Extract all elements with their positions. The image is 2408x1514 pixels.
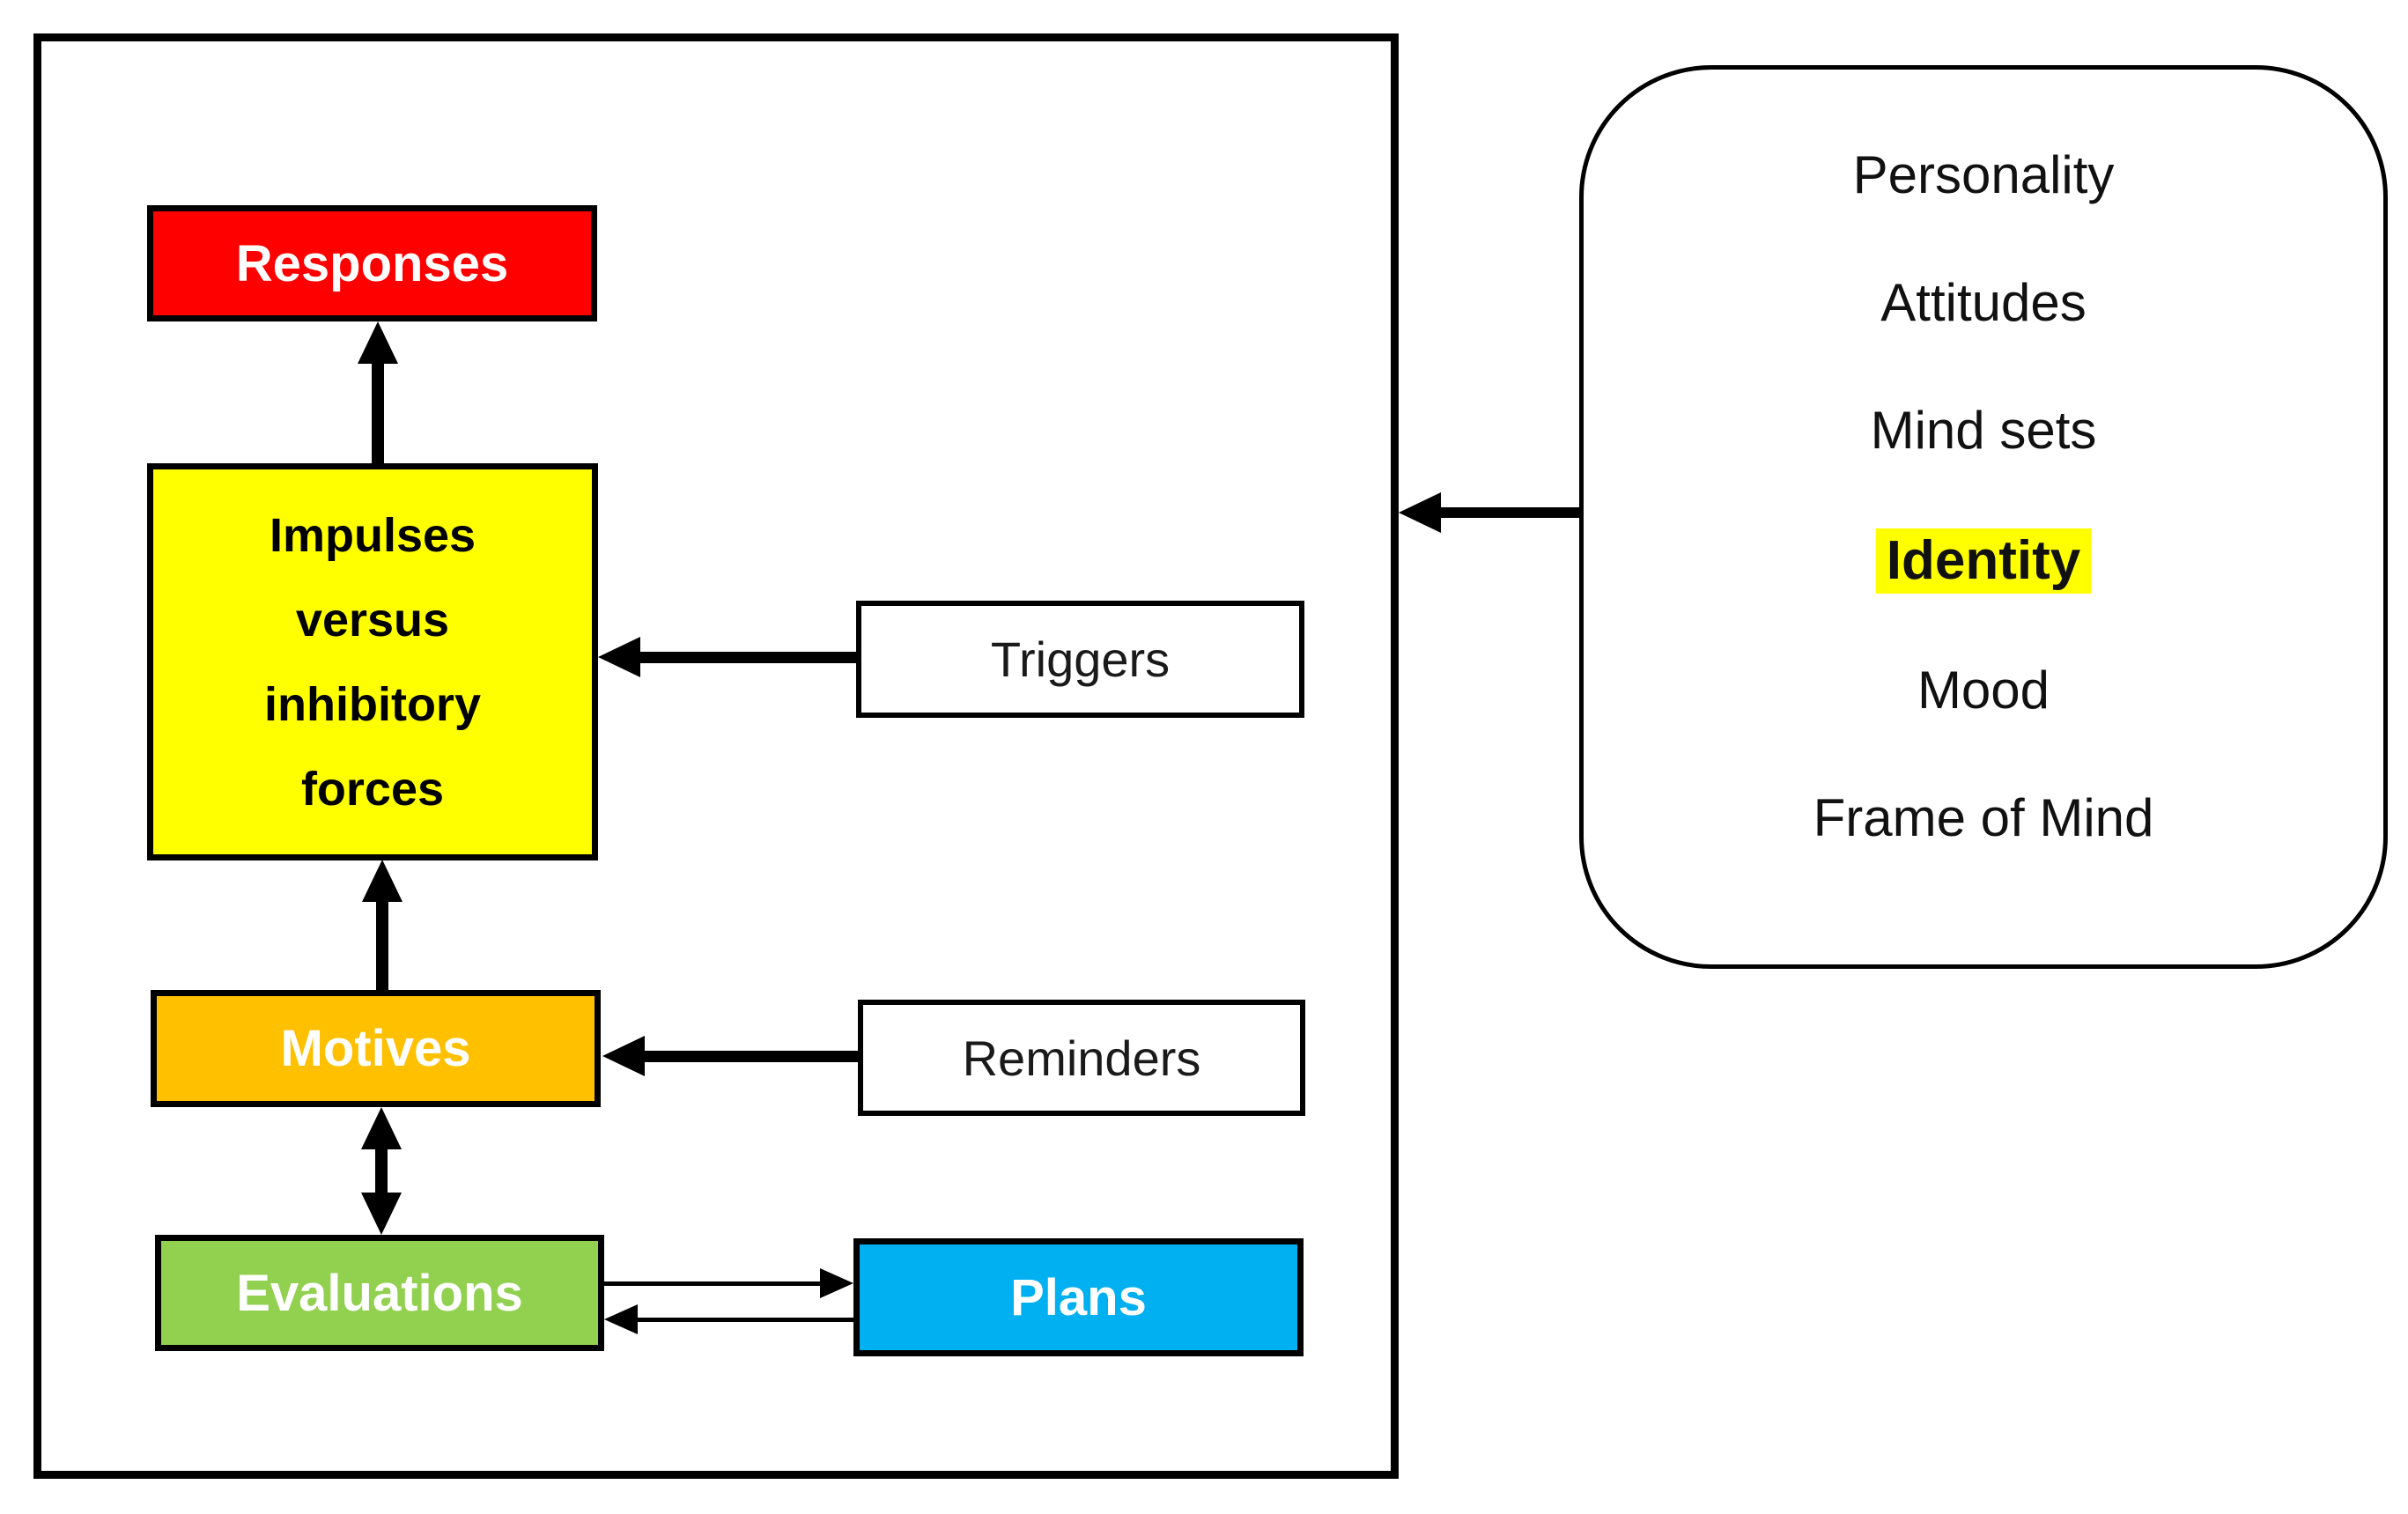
arrow-reminders-to-motives-head-icon — [602, 1036, 645, 1076]
evaluations-box: Evaluations — [155, 1235, 604, 1351]
plans-label: Plans — [1010, 1268, 1147, 1326]
reminders-label: Reminders — [962, 1030, 1201, 1086]
plans-box: Plans — [853, 1238, 1304, 1356]
arrow-evaluations-to-plans-shaft — [604, 1281, 820, 1286]
arrow-plans-to-evaluations-head-icon — [604, 1304, 638, 1334]
panel-item-attitudes: Attitudes — [1880, 273, 2087, 333]
outer-frame — [33, 33, 1399, 1479]
arrow-impulses-to-responses-shaft — [372, 361, 384, 463]
reminders-box: Reminders — [858, 1000, 1305, 1116]
arrow-triggers-to-impulses-head-icon — [598, 637, 640, 677]
arrow-influences-to-system-head-icon — [1399, 492, 1441, 533]
arrow-motives-evaluations-down-head-icon — [361, 1193, 402, 1235]
responses-box: Responses — [147, 205, 597, 321]
motives-box: Motives — [151, 990, 601, 1107]
impulses-line-1: Impulses — [269, 508, 476, 562]
panel-item-identity: Identity — [1875, 528, 2092, 594]
arrow-reminders-to-motives-shaft — [645, 1051, 858, 1062]
triggers-label: Triggers — [990, 631, 1171, 687]
influences-panel: Personality Attitudes Mind sets Identity… — [1579, 65, 2388, 969]
identity-highlight: Identity — [1875, 528, 2092, 594]
arrow-motives-evaluations-shaft — [375, 1145, 388, 1196]
responses-label: Responses — [235, 234, 509, 292]
panel-item-frame-of-mind: Frame of Mind — [1813, 787, 2154, 847]
evaluations-label: Evaluations — [236, 1264, 523, 1322]
impulses-line-3: inhibitory — [264, 677, 481, 731]
triggers-box: Triggers — [856, 601, 1304, 718]
arrow-triggers-to-impulses-shaft — [640, 652, 856, 663]
arrow-plans-to-evaluations-shaft — [638, 1318, 853, 1322]
arrow-motives-to-impulses-shaft — [376, 899, 388, 991]
arrow-evaluations-to-plans-head-icon — [820, 1268, 853, 1298]
impulses-box: Impulses versus inhibitory forces — [147, 463, 598, 860]
motives-label: Motives — [280, 1020, 471, 1077]
panel-item-personality: Personality — [1852, 145, 2115, 204]
panel-item-mood: Mood — [1917, 660, 2050, 720]
arrow-motives-to-impulses-head-icon — [362, 860, 403, 902]
panel-item-mind-sets: Mind sets — [1870, 401, 2097, 461]
arrow-impulses-to-responses-head-icon — [358, 321, 398, 364]
arrow-motives-evaluations-up-head-icon — [361, 1107, 402, 1149]
impulses-line-2: versus — [295, 593, 450, 646]
arrow-influences-to-system-shaft — [1436, 507, 1579, 518]
impulses-line-4: forces — [300, 762, 445, 816]
